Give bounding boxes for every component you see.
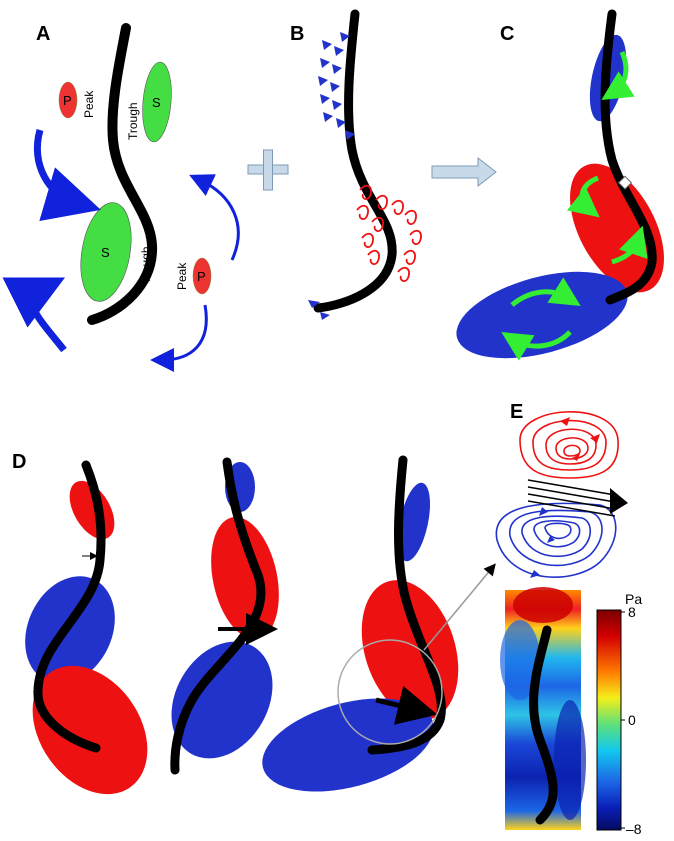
panel-letter-e: E <box>510 401 523 423</box>
red-contour-arrowheads-e <box>560 417 600 461</box>
label-trough-top: Trough <box>126 102 140 140</box>
s-blob-top <box>142 61 172 143</box>
panel-letter-a: A <box>36 23 50 45</box>
panel-a: P S S P Peak Trough Trough Peak <box>2 23 240 372</box>
label-peak-top: Peak <box>82 90 96 118</box>
field-blue-left <box>500 620 540 700</box>
d3-blue-top <box>397 482 431 562</box>
blue-contour-arrowheads-e <box>530 507 555 578</box>
colorbar-mid: 0 <box>628 712 636 728</box>
panel-letter-c: C <box>500 23 514 45</box>
transform-arrow <box>431 156 497 188</box>
panel-d <box>25 455 496 795</box>
p-marker-bottom <box>192 257 212 295</box>
p-marker-top <box>58 81 78 119</box>
panel-e <box>495 411 628 578</box>
field-blue-right <box>554 700 586 820</box>
green-rotation-arrows-c <box>501 50 648 361</box>
s-blob-bottom <box>80 202 132 302</box>
fish-body-d1 <box>33 460 106 753</box>
field-red-spot <box>513 587 573 623</box>
fish-body-b <box>313 9 397 313</box>
wake-lines-e <box>527 479 616 517</box>
plus-sign <box>247 149 289 191</box>
d1-red-bottom <box>32 665 148 795</box>
flow-arrow-left-bottom <box>2 277 67 353</box>
red-vortices-b <box>356 184 422 282</box>
zoom-circle <box>337 639 443 745</box>
panel-f: Pa 8 0 –8 <box>500 587 642 837</box>
wake-arrowhead-e <box>610 488 628 514</box>
flow-arrow-right-top <box>189 174 240 261</box>
colorbar-max: 8 <box>628 604 636 620</box>
colorbar-min: –8 <box>626 821 642 837</box>
label-peak-bottom: Peak <box>175 262 189 290</box>
fish-body-d3 <box>367 455 446 755</box>
blue-vortices-b <box>308 32 355 320</box>
red-contours-e <box>519 411 619 479</box>
zoom-connector <box>423 563 496 651</box>
flow-arrow-right-bottom <box>150 304 208 372</box>
colorbar-unit: Pa <box>625 591 642 607</box>
d3-blue-bottom <box>262 698 434 792</box>
panel-c <box>456 9 664 361</box>
d3-arrow <box>375 685 438 725</box>
colorbar <box>596 609 622 831</box>
d2-blue-bottom <box>171 641 273 759</box>
p-label-top: P <box>63 93 72 108</box>
s-label-bottom: S <box>101 245 110 260</box>
panel-b <box>308 9 422 320</box>
blue-contours-e <box>495 502 617 578</box>
s-label-top: S <box>152 95 161 110</box>
p-label-bottom: P <box>197 269 206 284</box>
panel-letter-b: B <box>290 23 304 45</box>
fish-body-f <box>529 625 558 825</box>
fish-body-a <box>87 23 158 325</box>
panel-letter-d: D <box>12 451 26 473</box>
suction-blob-c-bottom <box>456 271 628 359</box>
pivot-marker <box>617 175 633 190</box>
flow-arrow-left-top <box>33 129 101 222</box>
label-trough-bottom: Trough <box>139 246 153 284</box>
